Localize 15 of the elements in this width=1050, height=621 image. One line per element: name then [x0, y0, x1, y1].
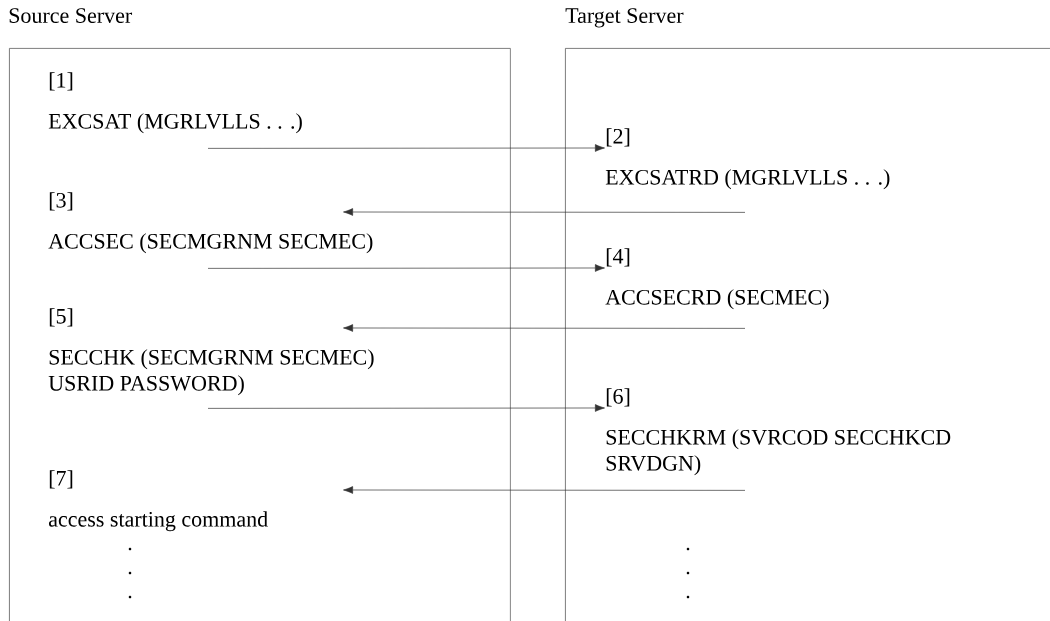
- message-text: [6] SECCHKRM (SVRCOD SECCHKCD SRVDGN): [606, 388, 951, 476]
- message-text: [5] SECCHK (SECMGRNM SECMEC) USRID PASSWORD): [48, 308, 374, 396]
- message-arrow: [595, 264, 605, 272]
- message-arrow: [595, 404, 605, 412]
- message-arrow: [343, 324, 746, 332]
- message-text: [2] EXCSATRD (MGRLVLLS . . .): [605, 128, 890, 190]
- message-text: [1] EXCSAT (MGRLVLLS . . .): [48, 72, 302, 134]
- message-text: [4] ACCSECRD (SECMEC): [605, 248, 829, 310]
- message-text: [7] access starting command: [49, 470, 268, 532]
- message-arrow: [595, 144, 605, 152]
- message-text: [3] ACCSEC (SECMGRNM SECMEC): [48, 192, 373, 254]
- message-arrow: [343, 208, 746, 216]
- node-label: Target Server: [565, 8, 684, 28]
- node-label: Source Server: [9, 8, 133, 23]
- message-arrow: [343, 486, 746, 494]
